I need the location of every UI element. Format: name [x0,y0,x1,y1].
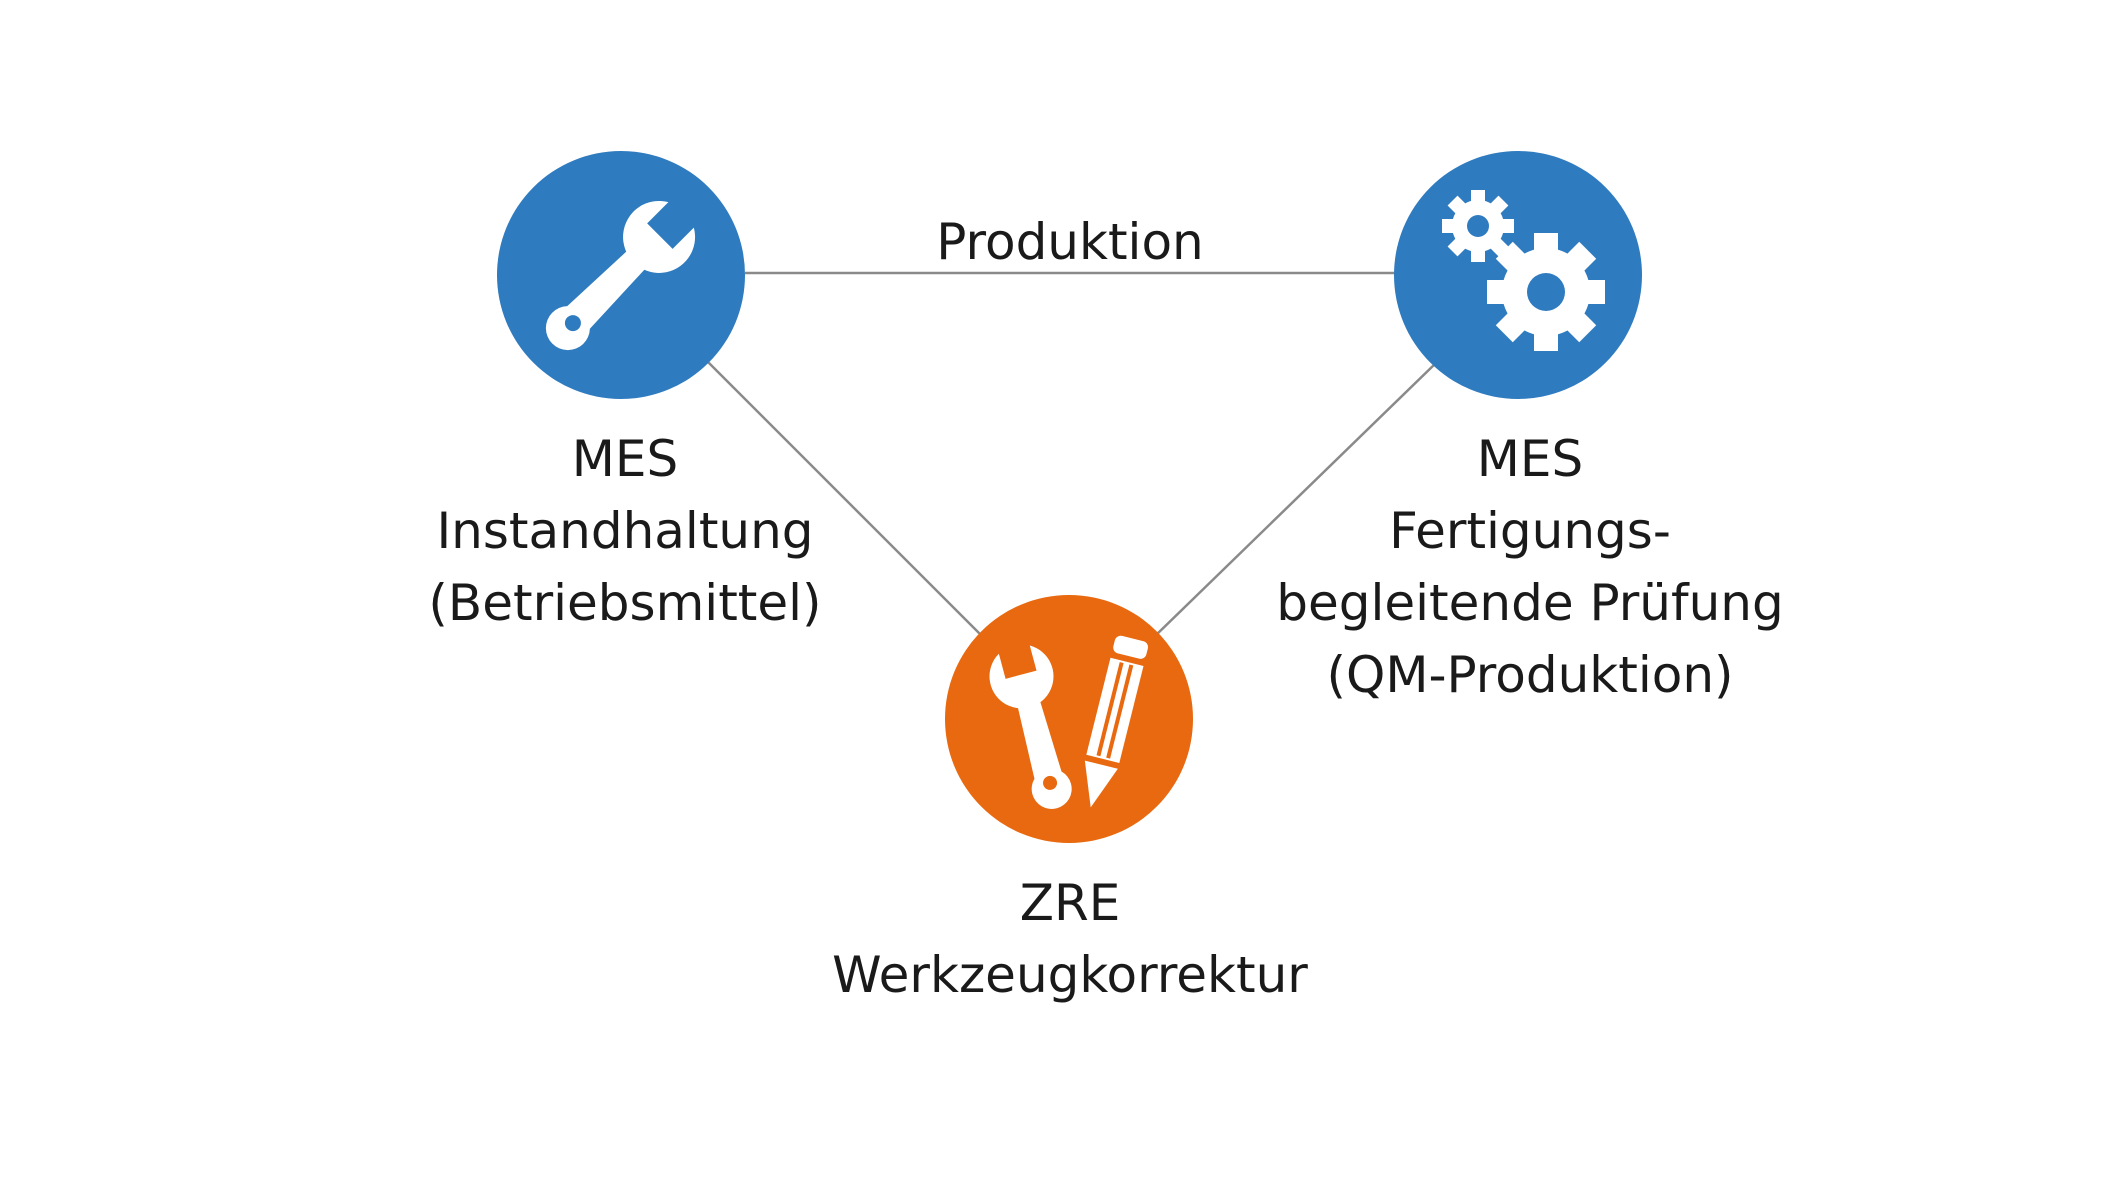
connector-right-bottom [1153,361,1438,638]
gears-icon [1442,190,1605,351]
node-label-bottom-line1: ZRE [1019,874,1121,932]
node-instandhaltung [497,151,745,399]
node-label-bottom: ZRE Werkzeugkorrektur [800,867,1340,1011]
node-label-left-line3: (Betriebsmittel) [428,574,822,632]
wrench-pencil-icon [989,635,1149,809]
node-label-right-line2: Fertigungs- [1389,502,1671,560]
edge-label-produktion: Produktion [936,213,1204,271]
node-label-bottom-line2: Werkzeugkorrektur [832,946,1308,1004]
wrench-icon [545,200,696,351]
node-label-right: MES Fertigungs- begleitende Prüfung (QM-… [1230,423,1830,711]
node-label-left-line1: MES [571,430,679,488]
node-label-left-line2: Instandhaltung [436,502,814,560]
node-werkzeugkorrektur [945,595,1193,843]
connector-left-bottom [707,361,984,638]
node-label-right-line3: begleitende Prüfung [1276,574,1784,632]
node-label-right-line4: (QM-Produktion) [1326,646,1734,704]
node-circle-bottom [945,595,1193,843]
node-fertigungspruefung [1394,151,1642,399]
node-label-left: MES Instandhaltung (Betriebsmittel) [375,423,875,639]
node-label-right-line1: MES [1476,430,1584,488]
